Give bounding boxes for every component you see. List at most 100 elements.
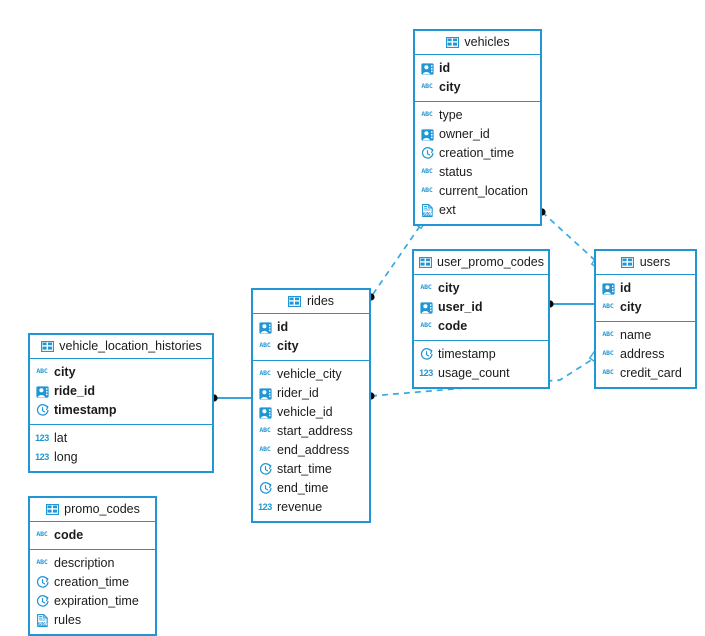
field-label: lat — [54, 431, 68, 446]
entity-title: users — [639, 255, 671, 270]
entity-title: rides — [306, 294, 335, 309]
abc-string-icon: ABC — [259, 426, 271, 435]
field-label: ride_id — [54, 384, 95, 399]
column-field[interactable]: creation_time — [415, 144, 540, 163]
abc-string-icon: ABC — [602, 330, 614, 339]
field-label: vehicle_city — [277, 367, 342, 382]
abc-string-icon: ABC — [421, 110, 433, 119]
json-file-icon: JSON — [35, 614, 49, 628]
field-label: status — [439, 165, 473, 180]
column-field[interactable]: ABC description — [30, 554, 155, 573]
field-label: description — [54, 556, 115, 571]
user-key-icon — [258, 406, 272, 420]
number-123-icon: 123 — [258, 502, 272, 512]
entity-header-users[interactable]: users — [596, 251, 695, 275]
field-label: current_location — [439, 184, 528, 199]
clock-icon — [420, 147, 434, 161]
table-icon — [418, 256, 432, 270]
clock-icon — [258, 482, 272, 496]
table-icon — [40, 340, 54, 354]
user-key-icon — [601, 282, 615, 296]
column-field[interactable]: creation_time — [30, 573, 155, 592]
entity-header-vehicles[interactable]: vehicles — [415, 31, 540, 55]
abc-string-icon: ABC — [602, 368, 614, 377]
column-field[interactable]: end_time — [253, 479, 369, 498]
svg-text:JSON: JSON — [422, 212, 432, 217]
field-label: timestamp — [54, 403, 117, 418]
primary-key-field[interactable]: id — [596, 279, 695, 298]
primary-key-field[interactable]: timestamp — [30, 401, 212, 420]
field-label: rider_id — [277, 386, 319, 401]
entity-header-user_promo_codes[interactable]: user_promo_codes — [414, 251, 548, 275]
column-field[interactable]: expiration_time — [30, 592, 155, 611]
primary-key-field[interactable]: user_id — [414, 298, 548, 317]
clock-icon — [419, 348, 433, 362]
column-field[interactable]: owner_id — [415, 125, 540, 144]
field-label: vehicle_id — [277, 405, 333, 420]
clock-icon — [35, 576, 49, 590]
relationship-upc-to-users[interactable] — [546, 300, 594, 308]
field-label: city — [54, 365, 76, 380]
abc-string-icon: ABC — [36, 367, 48, 376]
primary-key-field[interactable]: id — [253, 318, 369, 337]
primary-key-field[interactable]: ABC city — [30, 363, 212, 382]
field-label: city — [439, 80, 461, 95]
entity-header-rides[interactable]: rides — [253, 290, 369, 314]
user-key-icon — [258, 387, 272, 401]
entity-header-promo_codes[interactable]: promo_codes — [30, 498, 155, 522]
abc-string-icon: ABC — [420, 321, 432, 330]
entity-header-vehicle_location_histories[interactable]: vehicle_location_histories — [30, 335, 212, 359]
abc-string-icon: ABC — [259, 445, 271, 454]
primary-key-field[interactable]: ABC city — [415, 78, 540, 97]
field-label: owner_id — [439, 127, 490, 142]
field-label: timestamp — [438, 347, 496, 362]
primary-key-field[interactable]: ABC code — [414, 317, 548, 336]
column-field[interactable]: vehicle_id — [253, 403, 369, 422]
field-label: code — [54, 528, 84, 543]
abc-string-icon: ABC — [421, 82, 433, 91]
column-field[interactable]: ABC current_location — [415, 182, 540, 201]
abc-string-icon: ABC — [421, 186, 433, 195]
column-field[interactable]: start_time — [253, 460, 369, 479]
field-label: rules — [54, 613, 82, 628]
field-label: code — [438, 319, 468, 334]
primary-key-field[interactable]: ride_id — [30, 382, 212, 401]
abc-string-icon: ABC — [36, 558, 48, 567]
column-field[interactable]: JSON rules — [30, 611, 155, 630]
primary-key-field[interactable]: id — [415, 59, 540, 78]
abc-string-icon: ABC — [602, 302, 614, 311]
column-field[interactable]: rider_id — [253, 384, 369, 403]
column-field[interactable]: timestamp — [414, 345, 548, 364]
relationship-vlh-to-rides[interactable] — [210, 394, 251, 402]
field-label: start_time — [277, 462, 332, 477]
